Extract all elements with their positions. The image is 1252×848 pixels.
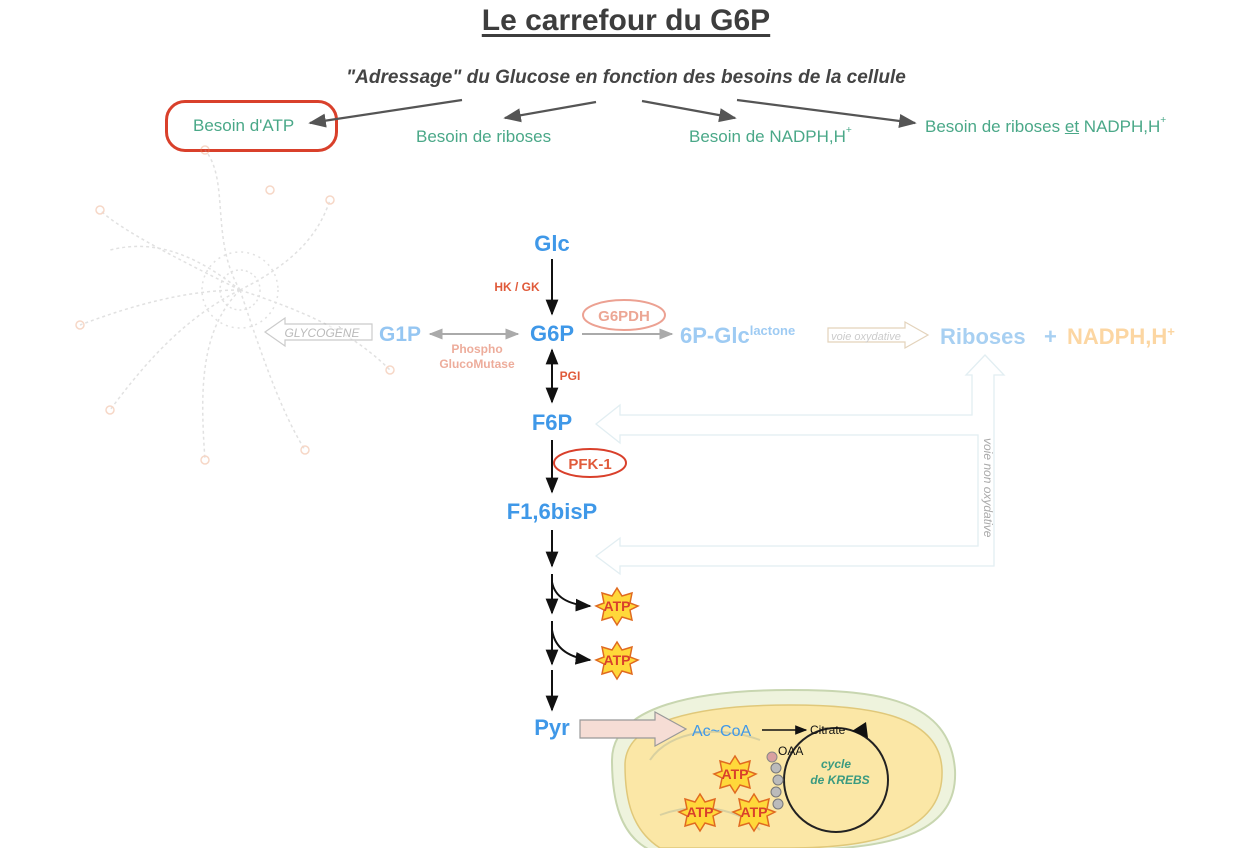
need-both-label: Besoin de riboses et NADPH,H+ [925,115,1167,137]
atp-text-2: ATP [604,652,631,668]
nadph-product-sup: + [1167,324,1175,339]
need-both-et: et [1064,117,1080,136]
need-both-text-a: Besoin de riboses [925,117,1065,136]
page-title: Le carrefour du G6P [481,4,771,37]
pyr-accoa-arrow [579,710,688,748]
krebs-label-1: cycle [821,757,851,771]
need-both-text-b: NADPH,H [1079,117,1161,136]
need-nadph-text: Besoin de NADPH,H [689,127,846,146]
glc-lactone-text: 6P-Glc [680,323,750,348]
need-arrows [308,98,917,128]
f16bp-label: F1,6bisP [507,499,597,524]
atp-text-5: ATP [741,804,768,820]
glc-lactone-sup: lactone [750,323,796,338]
voie-oxydative-label: voie oxydative [831,331,901,343]
pgm-label-1: Phospho [451,342,502,356]
glycogene-label: GLYCOGÈNE [285,325,361,340]
hk-label: HK / GK [494,280,540,294]
respiratory-chain-icon [766,751,784,810]
glc-label: Glc [534,231,569,256]
citrate-label: Citrate [810,723,846,737]
g6p-label: G6P [530,321,574,346]
need-riboses-label: Besoin de riboses [416,127,552,146]
atp-text-3: ATP [722,766,749,782]
atp-need-highlight-ring [165,100,338,152]
atp-branch-arrow-1 [551,581,592,612]
atp-badge-4: ATP [677,792,723,833]
need-nadph-label: Besoin de NADPH,H+ [689,125,852,147]
riboses-label: Riboses [940,324,1026,349]
atp-badge-2: ATP [594,640,640,681]
voie-oxydative-arrow: voie oxydative [827,320,930,350]
krebs-cycle-circle [783,727,889,833]
voie-non-oxydative-arrows [594,354,1006,576]
pgm-label-2: GlucoMutase [439,357,515,371]
atp-badge-5: ATP [731,792,777,833]
pgi-label: PGI [560,369,581,383]
atp-badge-3: ATP [712,754,758,795]
mitochondrion-icon [610,688,957,848]
atp-text-4: ATP [687,804,714,820]
accoa-label: Ac~CoA [692,723,751,740]
g6pdh-label: G6PDH [598,308,650,325]
f6p-label: F6P [532,410,572,435]
krebs-label-2: de KREBS [810,773,869,787]
atp-branch-arrow-2 [551,629,592,665]
oaa-label: OAA [778,744,803,758]
voie-non-oxydative-label: voie non oxydative [981,438,995,538]
glc-lactone-label: 6P-Glclactone [680,323,795,348]
pfk-label: PFK-1 [568,456,611,473]
g6pdh-ring [582,299,666,331]
glycogen-spiral-icon [75,145,395,465]
g1p-label: G1P [379,323,421,346]
need-nadph-sup: + [845,125,852,136]
nadph-product-text: NADPH,H [1067,324,1167,349]
plus-label: + [1044,324,1057,349]
page-subtitle: "Adressage" du Glucose en fonction des b… [346,67,906,88]
pfk-ring [553,448,627,478]
pyr-label: Pyr [534,715,570,740]
glycogene-arrow: GLYCOGÈNE [263,316,373,348]
atp-badge-1: ATP [594,586,640,627]
nadph-product-label: NADPH,H+ [1067,324,1175,349]
atp-text-1: ATP [604,598,631,614]
krebs-cycle-arrowhead [852,722,868,738]
need-both-sup: + [1160,115,1167,126]
need-atp-label: Besoin d'ATP [193,116,295,135]
